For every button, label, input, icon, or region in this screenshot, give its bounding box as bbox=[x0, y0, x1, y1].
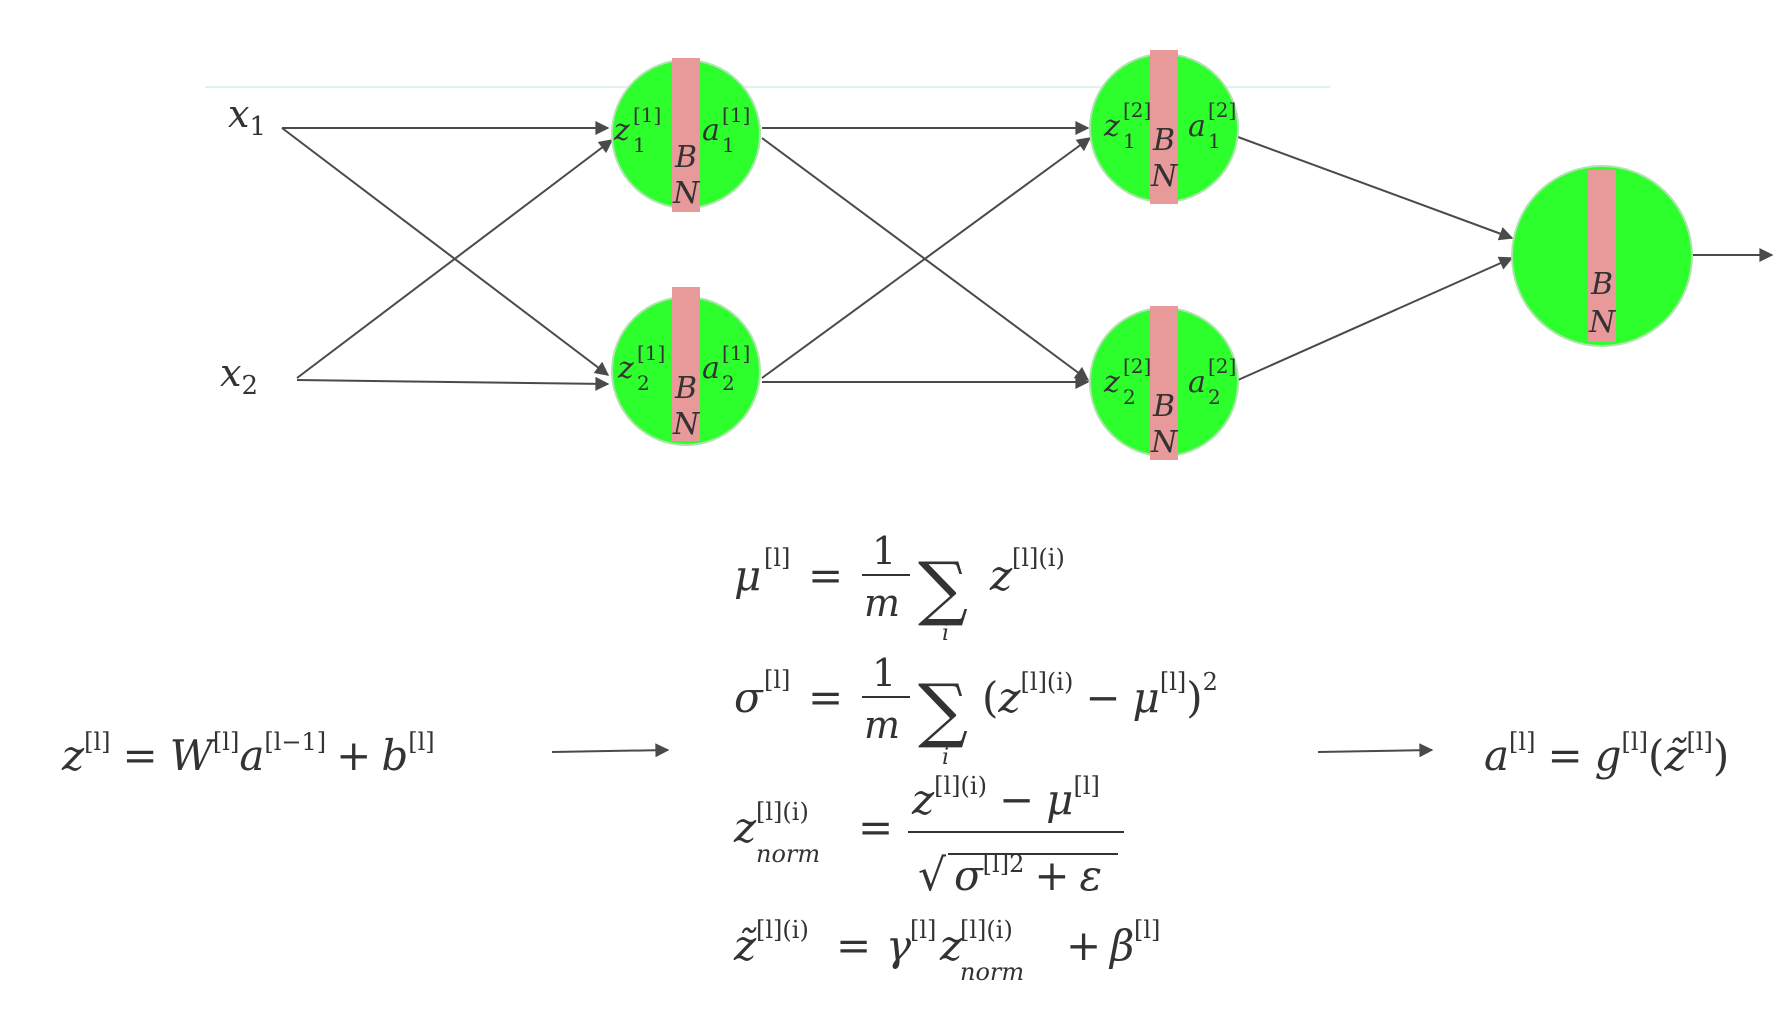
a-sup: [1] bbox=[722, 103, 750, 127]
bn-n: N bbox=[1588, 305, 1617, 340]
equation-ztilde: z̃ [l](i) = γ [l] z [l](i) norm + β [l] bbox=[733, 916, 1160, 986]
bn-bar bbox=[672, 58, 700, 212]
z-sub: 1 bbox=[1123, 129, 1136, 153]
svg-text:∑: ∑ bbox=[918, 669, 968, 751]
svg-text:m: m bbox=[864, 703, 900, 747]
neuron-l2-n2: z 2 [2] a 2 [2] B N bbox=[1089, 306, 1239, 460]
svg-text:∑: ∑ bbox=[918, 547, 968, 629]
input-x2: x2 bbox=[220, 351, 258, 401]
svg-text:m: m bbox=[864, 581, 900, 625]
a-label: a bbox=[1188, 109, 1206, 144]
a-label: a bbox=[1188, 365, 1206, 400]
svg-text:z: z bbox=[939, 921, 963, 970]
svg-text:=: = bbox=[836, 921, 871, 970]
svg-text:[l](i): [l](i) bbox=[960, 916, 1013, 944]
z-label: z bbox=[1103, 109, 1120, 144]
z-label: z bbox=[617, 351, 634, 386]
edge-n22-out bbox=[1237, 256, 1514, 381]
equation-mu: μ [l] = 1 m ∑ i z [l](i) bbox=[734, 529, 1065, 646]
svg-text:[l]: [l] bbox=[1134, 916, 1160, 944]
bn-bar bbox=[672, 287, 700, 441]
bn-n: N bbox=[1150, 425, 1179, 460]
svg-text:σ: σ bbox=[734, 673, 764, 722]
svg-text:z: z bbox=[733, 803, 757, 852]
svg-text:σ[l]2+ε: σ[l]2+ε bbox=[954, 850, 1102, 900]
a-sub: 2 bbox=[1208, 385, 1221, 409]
a-label: a bbox=[702, 351, 720, 386]
neuron-l1-n1: z 1 [1] a 1 [1] B N bbox=[611, 58, 761, 212]
a-sup: [2] bbox=[1208, 98, 1236, 122]
a-label: a bbox=[702, 113, 720, 148]
z-sub: 2 bbox=[1123, 385, 1136, 409]
z-sub: 2 bbox=[637, 371, 650, 395]
edge-x2-n11 bbox=[296, 139, 614, 379]
z-sup: [2] bbox=[1123, 98, 1151, 122]
z-sup: [2] bbox=[1123, 354, 1151, 378]
a-sub: 2 bbox=[722, 371, 735, 395]
svg-text:μ: μ bbox=[734, 551, 761, 600]
svg-text:=: = bbox=[858, 803, 893, 852]
bn-b: B bbox=[1152, 123, 1175, 158]
edge-n12-n21 bbox=[761, 137, 1092, 379]
z-sub: 1 bbox=[633, 133, 646, 157]
svg-text:1: 1 bbox=[872, 651, 896, 695]
svg-text:[l]: [l] bbox=[764, 544, 790, 572]
svg-text:z: z bbox=[989, 551, 1013, 600]
edge-x2-n12 bbox=[296, 376, 610, 391]
z-sup: [1] bbox=[637, 341, 665, 365]
input-x1: x1 bbox=[228, 92, 266, 142]
z-label: z bbox=[613, 113, 630, 148]
svg-text:[l](i): [l](i) bbox=[1012, 544, 1065, 572]
svg-text:(z[l](i)−μ[l])2: (z[l](i)−μ[l])2 bbox=[982, 668, 1218, 722]
svg-text:i: i bbox=[942, 621, 949, 646]
bn-b: B bbox=[1152, 389, 1175, 424]
bn-n: N bbox=[672, 407, 701, 442]
svg-text:i: i bbox=[942, 745, 949, 770]
svg-text:1: 1 bbox=[872, 529, 896, 573]
svg-text:+: + bbox=[1066, 921, 1101, 970]
bn-b: B bbox=[674, 140, 697, 175]
equation-linear: z[l]=W[l]a[l−1]+b[l] bbox=[61, 728, 435, 780]
z-label: z bbox=[1103, 365, 1120, 400]
svg-text:norm: norm bbox=[756, 840, 820, 868]
svg-text:=: = bbox=[808, 551, 843, 600]
bn-n: N bbox=[672, 176, 701, 211]
svg-text:z̃: z̃ bbox=[733, 921, 757, 970]
svg-text:[l]: [l] bbox=[764, 666, 790, 694]
edge-x1-n12 bbox=[281, 127, 610, 376]
bn-b: B bbox=[674, 371, 697, 406]
svg-text:[l]: [l] bbox=[910, 916, 936, 944]
svg-text:a[l]=g[l](z̃[l]): a[l]=g[l](z̃[l]) bbox=[1484, 728, 1729, 780]
svg-text:z[l](i)−μ[l]: z[l](i)−μ[l] bbox=[911, 772, 1100, 824]
arrow-to-activation bbox=[1317, 743, 1434, 758]
a-sub: 1 bbox=[1208, 129, 1221, 153]
a-sup: [1] bbox=[722, 341, 750, 365]
a-sup: [2] bbox=[1208, 354, 1236, 378]
svg-text:β: β bbox=[1108, 921, 1134, 970]
svg-text:z[l]=W[l]a[l−1]+b[l]: z[l]=W[l]a[l−1]+b[l] bbox=[61, 728, 435, 780]
svg-text:=: = bbox=[808, 673, 843, 722]
neuron-l2-n1: z 1 [2] a 1 [2] B N bbox=[1089, 50, 1239, 204]
connections bbox=[281, 121, 1774, 391]
z-sup: [1] bbox=[633, 103, 661, 127]
neuron-l1-n2: z 2 [1] a 2 [1] B N bbox=[611, 287, 761, 446]
svg-text:γ: γ bbox=[886, 921, 912, 970]
bn-bar bbox=[1150, 306, 1178, 460]
bn-bar bbox=[1588, 170, 1616, 342]
equation-sigma: σ [l] = 1 m ∑ i (z[l](i)−μ[l])2 bbox=[734, 651, 1218, 770]
svg-text:norm: norm bbox=[960, 958, 1024, 986]
arrow-to-bn bbox=[551, 743, 670, 758]
equation-activation: a[l]=g[l](z̃[l]) bbox=[1484, 728, 1729, 780]
equation-znorm: z [l](i) norm = z[l](i)−μ[l] √ σ[l]2+ε bbox=[733, 772, 1124, 901]
svg-text:[l](i): [l](i) bbox=[756, 916, 809, 944]
svg-text:[l](i): [l](i) bbox=[756, 798, 809, 826]
bn-n: N bbox=[1150, 159, 1179, 194]
bn-b: B bbox=[1590, 267, 1613, 302]
bn-bar bbox=[1150, 50, 1178, 204]
neuron-output: B N bbox=[1511, 165, 1693, 347]
a-sub: 1 bbox=[722, 133, 735, 157]
edge-n21-out bbox=[1237, 136, 1514, 241]
svg-text:√: √ bbox=[918, 850, 947, 901]
